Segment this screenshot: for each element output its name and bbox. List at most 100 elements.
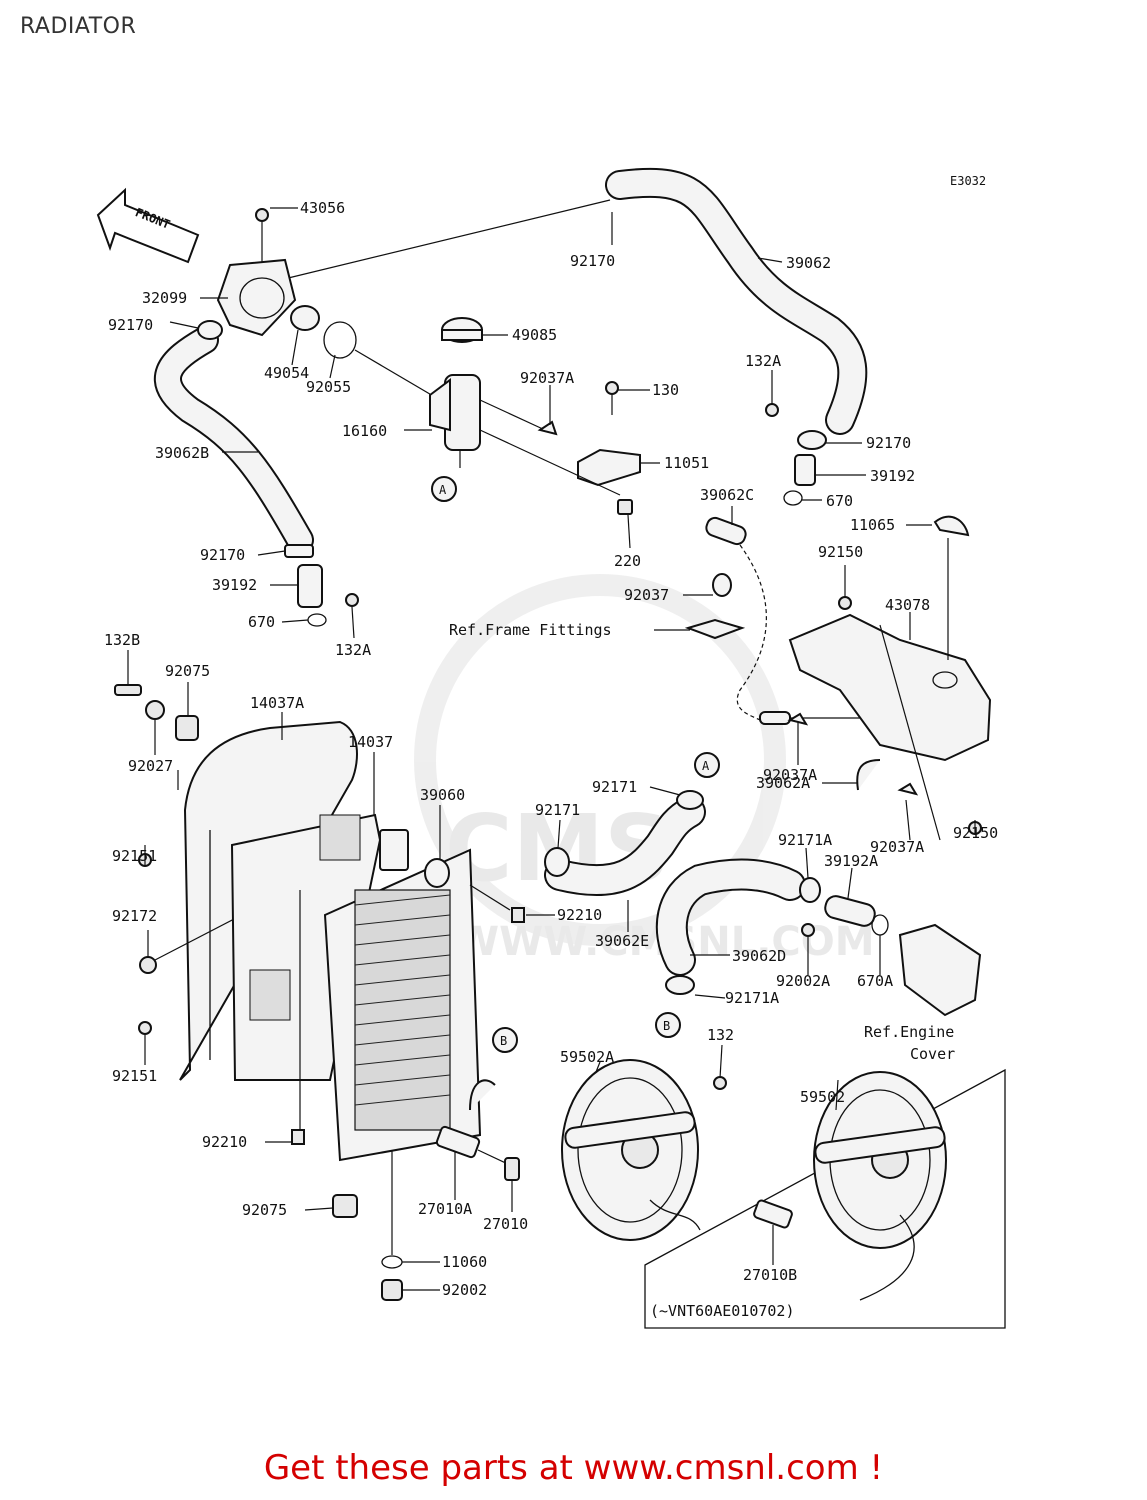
- bolt-132: [713, 1076, 727, 1090]
- callout: 92171A: [778, 831, 832, 849]
- callout: 92171: [592, 778, 637, 796]
- clamp-92170: [197, 320, 223, 340]
- page-title: RADIATOR: [20, 14, 137, 39]
- callout: 92151: [112, 847, 157, 865]
- ref-marker-a-top: A: [431, 476, 457, 502]
- callout: 39062A: [756, 774, 810, 792]
- callout: 92037A: [520, 369, 574, 387]
- footer-promo[interactable]: Get these parts at www.cmsnl.com !: [263, 1448, 884, 1488]
- nut-92210-upper: [511, 907, 525, 923]
- callout: 39060: [420, 786, 465, 804]
- callout: 11065: [850, 516, 895, 534]
- grommet-92075-lower: [332, 1194, 358, 1218]
- callout: Cover: [910, 1045, 955, 1063]
- bolt-132a: [765, 403, 779, 417]
- clamp-92171a: [799, 877, 821, 903]
- callout: 27010A: [418, 1200, 472, 1218]
- callout: 39062B: [155, 444, 209, 462]
- callout: (~VNT60AE010702): [650, 1302, 795, 1320]
- damper-92027: [145, 700, 165, 720]
- washer-11060: [381, 1255, 403, 1269]
- frame-fitting: [684, 618, 746, 640]
- radiator-cap-49085: [441, 317, 483, 343]
- fitting-39192: [794, 454, 816, 486]
- reservoir-tank-43078: [788, 613, 992, 841]
- cooling-fan-59502: [813, 1071, 947, 1301]
- ref-marker-b-mid: B: [655, 1012, 681, 1038]
- callout: 92002: [442, 1281, 487, 1299]
- clamp-92171: [544, 847, 570, 877]
- fan-switch-27010b: [753, 1199, 793, 1229]
- callout: 43056: [300, 199, 345, 217]
- callout: 92150: [953, 824, 998, 842]
- fitting-39192-lower: [297, 564, 323, 608]
- callout: 39062E: [595, 932, 649, 950]
- screw-92151-lower: [138, 1021, 152, 1035]
- front-arrow-icon: FRONT: [96, 187, 200, 264]
- hose-39062b: [154, 326, 314, 554]
- callout: 92002A: [776, 972, 830, 990]
- grommet-92075: [175, 715, 199, 741]
- reservoir-cap-11065: [933, 515, 970, 537]
- callout: 92037A: [870, 838, 924, 856]
- callout: 92210: [202, 1133, 247, 1151]
- hose-39062e: [544, 796, 706, 897]
- callout: 92170: [570, 252, 615, 270]
- callout: 27010B: [743, 1266, 797, 1284]
- callout: 16160: [342, 422, 387, 440]
- tube-39062a: [856, 759, 881, 791]
- callout: 92150: [818, 543, 863, 561]
- diagram-code: E3032: [950, 174, 986, 188]
- callout: 27010: [483, 1215, 528, 1233]
- bolt-130: [605, 381, 619, 415]
- hose-39062: [605, 167, 868, 435]
- radiator-exploded-diagram: CMS WWW.CMSNL.COM E3032 FRONT: [96, 167, 1006, 1329]
- callout: 11051: [664, 454, 709, 472]
- callout: 670: [826, 492, 853, 510]
- callout: 39192: [212, 576, 257, 594]
- clamp-92171a-lower: [665, 975, 695, 995]
- callout: 92170: [866, 434, 911, 452]
- thermostat-housing-32099: [216, 208, 297, 337]
- callout: 92075: [242, 1201, 287, 1219]
- svg-text:B: B: [663, 1019, 670, 1033]
- callout: 132A: [335, 641, 371, 659]
- ref-marker-b-lower: B: [492, 1027, 518, 1053]
- fan-switch-27010a: [435, 1125, 520, 1181]
- callout: Ref.Engine: [864, 1023, 954, 1041]
- callout: 39062D: [732, 947, 786, 965]
- o-ring-670: [783, 490, 803, 506]
- bolt-132b: [114, 684, 142, 696]
- callout: 14037: [348, 733, 393, 751]
- callout: 49085: [512, 326, 557, 344]
- callout: 92027: [128, 757, 173, 775]
- callout: 92172: [112, 907, 157, 925]
- callout-labels: 43056 32099 92170 49054 92055 49085 9203…: [104, 199, 998, 1320]
- callout: 670: [248, 613, 275, 631]
- callout: 132A: [745, 352, 781, 370]
- callout: 32099: [142, 289, 187, 307]
- callout: 132B: [104, 631, 140, 649]
- o-ring-92055: [323, 321, 357, 359]
- radiator-fins: [354, 894, 451, 1106]
- thermostat-49054: [290, 305, 320, 331]
- callout: 43078: [885, 596, 930, 614]
- filler-neck-16160: [429, 374, 481, 468]
- callout: 49054: [264, 364, 309, 382]
- o-ring-670-lower: [307, 613, 327, 627]
- clamp-92171-top: [676, 790, 704, 810]
- clip-92037a: [537, 420, 558, 436]
- callout: 39192: [870, 467, 915, 485]
- callout: 92171A: [725, 989, 779, 1007]
- outlet-pipe: [469, 1079, 496, 1111]
- tube-39062c: [705, 516, 747, 546]
- clamp-92037: [712, 573, 732, 597]
- callout: 92037A: [763, 766, 817, 784]
- callout: 92055: [306, 378, 351, 396]
- callout: 92170: [108, 316, 153, 334]
- cooling-fan-59502a: [561, 1059, 701, 1241]
- plug-92002: [381, 1279, 403, 1301]
- hose-39062d: [655, 858, 806, 976]
- nut-92210-lower: [291, 1129, 305, 1145]
- bracket-11051: [577, 448, 641, 487]
